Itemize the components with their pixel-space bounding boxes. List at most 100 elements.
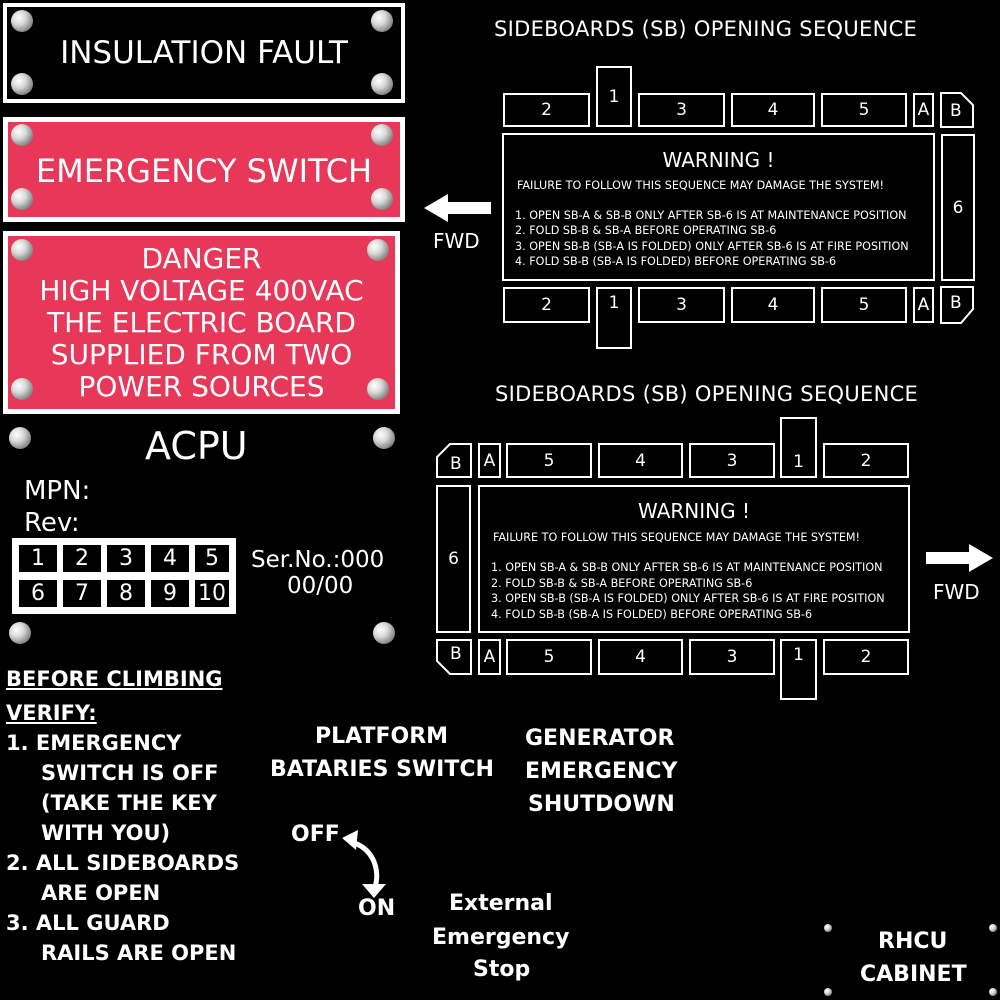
checklist-line: 3. ALL GUARD <box>6 911 170 935</box>
insulation-fault-label: INSULATION FAULT <box>60 35 348 71</box>
screw-icon <box>824 988 832 996</box>
sideboard-box: A <box>913 287 934 323</box>
on-label: ON <box>358 896 396 921</box>
sideboard-b-label: B <box>450 644 462 664</box>
screw-icon <box>11 73 33 95</box>
sideboard-6-box: 6 <box>436 485 471 633</box>
sideboard-box: 5 <box>821 287 907 323</box>
rev-cell: 2 <box>60 542 104 575</box>
warning-title: WARNING ! <box>662 148 775 172</box>
sideboard-box: 3 <box>638 287 725 323</box>
rev-cell: 5 <box>192 542 232 575</box>
warning-line: 4. FOLD SB-B (SB-A IS FOLDED) BEFORE OPE… <box>515 255 837 268</box>
warning-line: FAILURE TO FOLLOW THIS SEQUENCE MAY DAMA… <box>493 531 861 544</box>
external-stop-label: External <box>449 891 553 916</box>
sideboard-box: 1 <box>780 639 817 700</box>
rev-cell: 8 <box>104 577 148 610</box>
screw-icon <box>11 378 33 400</box>
checklist-line: WITH YOU) <box>41 821 171 845</box>
warning-line: 2. FOLD SB-B & SB-A BEFORE OPERATING SB-… <box>491 577 753 590</box>
sideboard-box: 3 <box>689 443 775 478</box>
sideboard-b-label: B <box>950 293 962 313</box>
screw-icon <box>373 622 395 644</box>
screw-icon <box>371 188 393 210</box>
diagram-title: SIDEBOARDS (SB) OPENING SEQUENCE <box>494 17 918 41</box>
danger-line: THE ELECTRIC BOARD <box>47 306 356 339</box>
sideboard-box: 1 <box>596 66 632 127</box>
warning-line: 1. OPEN SB-A & SB-B ONLY AFTER SB-6 IS A… <box>491 561 883 574</box>
fwd-label: FWD <box>933 580 980 604</box>
checklist-line: 1. EMERGENCY <box>6 731 182 755</box>
warning-line: 3. OPEN SB-B (SB-A IS FOLDED) ONLY AFTER… <box>491 592 885 605</box>
emergency-switch-label: EMERGENCY SWITCH <box>35 152 373 190</box>
warning-line: FAILURE TO FOLLOW THIS SEQUENCE MAY DAMA… <box>517 179 885 192</box>
rev-cell: 6 <box>16 577 60 610</box>
sideboard-box: 1 <box>780 417 817 478</box>
danger-plate: DANGER HIGH VOLTAGE 400VAC THE ELECTRIC … <box>3 231 400 414</box>
sideboard-b-shape <box>436 639 472 675</box>
sideboard-box: 4 <box>598 443 683 478</box>
generator-label: SHUTDOWN <box>528 792 675 817</box>
checklist-line: ARE OPEN <box>41 881 161 905</box>
warning-line: 3. OPEN SB-B (SB-A IS FOLDED) ONLY AFTER… <box>515 240 909 253</box>
acpu-title: ACPU <box>145 424 248 468</box>
sideboard-b-label: B <box>450 454 462 474</box>
fwd-label: FWD <box>433 229 480 253</box>
insulation-fault-plate: INSULATION FAULT <box>0 0 408 106</box>
screw-icon <box>824 924 832 932</box>
rev-cell: 4 <box>148 542 192 575</box>
screw-icon <box>371 124 393 146</box>
screw-icon <box>989 924 997 932</box>
rev-cell: 3 <box>104 542 148 575</box>
emergency-switch-plate: EMERGENCY SWITCH <box>3 117 405 222</box>
sideboard-b-shape <box>940 286 974 324</box>
serial-number-line2: 00/00 <box>287 573 354 599</box>
screw-icon <box>11 10 33 32</box>
screw-icon <box>371 73 393 95</box>
sideboard-box: 2 <box>823 639 909 675</box>
platform-label: PLATFORM <box>315 724 449 749</box>
sideboard-box: 2 <box>503 93 590 127</box>
screw-icon <box>11 124 33 146</box>
sideboard-b-label: B <box>950 101 962 121</box>
checklist-line: RAILS ARE OPEN <box>41 941 237 965</box>
generator-label: GENERATOR <box>525 726 675 751</box>
serial-number-line1: Ser.No.:000 <box>251 547 385 573</box>
sideboard-box: 5 <box>821 93 907 127</box>
sideboard-box: 5 <box>506 443 592 478</box>
curved-arrow-icon <box>342 830 386 898</box>
generator-label: EMERGENCY <box>525 759 678 784</box>
screw-icon <box>371 10 393 32</box>
sideboard-b-shape <box>436 443 472 478</box>
sideboard-box: 3 <box>689 639 775 675</box>
checklist-heading: BEFORE CLIMBING <box>6 667 223 691</box>
checklist-heading: VERIFY: <box>6 701 97 725</box>
sideboard-box: 2 <box>503 287 590 323</box>
rev-label: Rev: <box>24 508 80 538</box>
screw-icon <box>9 427 31 449</box>
arrow-left-icon <box>424 194 491 222</box>
rev-cell: 10 <box>192 577 232 610</box>
rev-cell: 7 <box>60 577 104 610</box>
sideboard-b-shape <box>940 92 974 128</box>
external-stop-label: Emergency <box>432 925 570 950</box>
rev-cell: 9 <box>148 577 192 610</box>
screw-icon <box>11 188 33 210</box>
arrow-right-icon <box>926 544 993 572</box>
danger-line: DANGER <box>141 242 262 275</box>
sideboard-box: A <box>478 443 501 478</box>
checklist-line: SWITCH IS OFF <box>41 761 219 785</box>
checklist-line: (TAKE THE KEY <box>41 791 217 815</box>
warning-panel: WARNING ! FAILURE TO FOLLOW THIS SEQUENC… <box>478 485 910 633</box>
danger-line: POWER SOURCES <box>78 370 325 403</box>
screw-icon <box>989 988 997 996</box>
warning-line: 4. FOLD SB-B (SB-A IS FOLDED) BEFORE OPE… <box>491 608 813 621</box>
sideboard-box: 3 <box>638 93 725 127</box>
off-label: OFF <box>291 822 340 847</box>
screw-icon <box>373 427 395 449</box>
sideboard-box: 4 <box>598 639 683 675</box>
sideboard-box: A <box>913 93 934 127</box>
screw-icon <box>11 239 33 261</box>
platform-label: BATARIES SWITCH <box>270 757 494 782</box>
warning-line: 1. OPEN SB-A & SB-B ONLY AFTER SB-6 IS A… <box>515 209 907 222</box>
